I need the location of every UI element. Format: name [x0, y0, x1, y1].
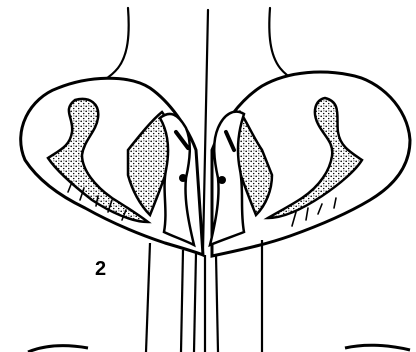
right-lobe: [210, 72, 410, 256]
panel-label: 2: [95, 258, 106, 280]
lower-fibres: [146, 240, 262, 352]
left-lobe: [21, 78, 203, 255]
